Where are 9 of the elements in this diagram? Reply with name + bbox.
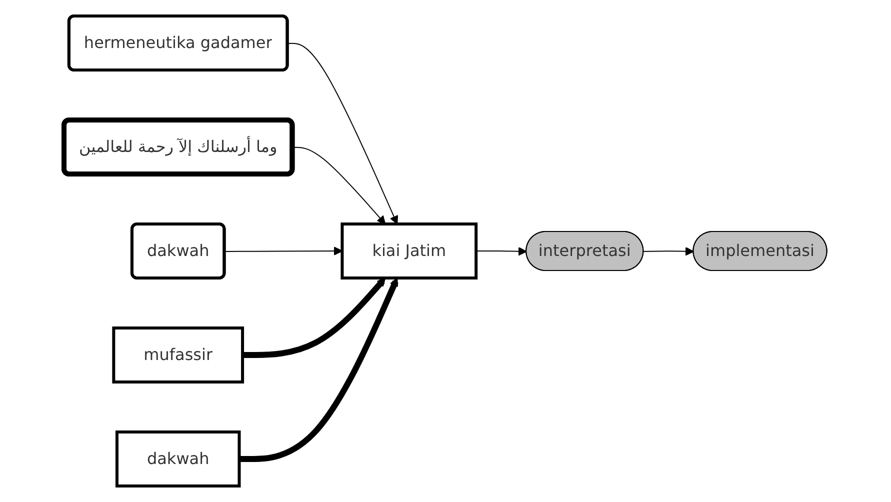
arrow [287,42,398,224]
arrow [242,278,386,358]
node-box: mufassir [112,326,244,384]
arrow [476,246,528,256]
node-box: kiai Jatim [340,222,478,280]
arrow [643,246,694,256]
node-box: dakwah [116,430,241,488]
arrow [224,246,343,256]
arrow [239,278,398,462]
